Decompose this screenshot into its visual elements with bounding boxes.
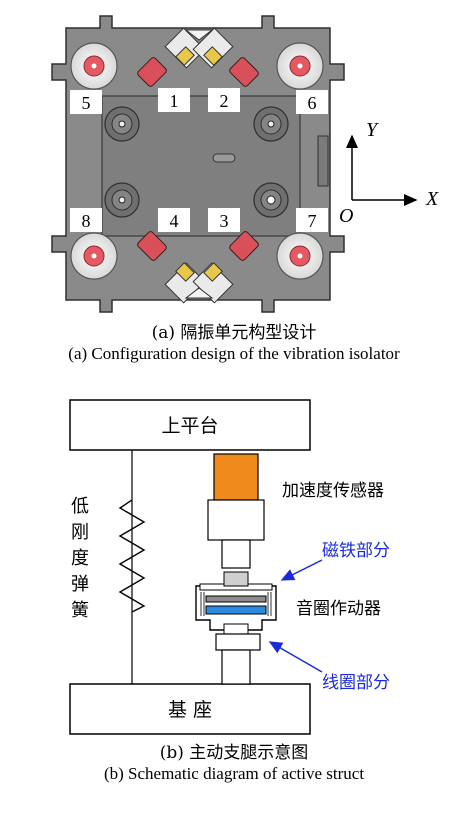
actuator-label-8: 8 <box>70 208 102 232</box>
actuator-label-7: 7 <box>296 208 328 232</box>
isolator-plate-drawing: 1 2 3 4 5 6 7 8 <box>51 15 345 313</box>
figure-b-caption-zh: (b) 主动支腿示意图 <box>159 743 309 763</box>
coordinate-axes: Y X O <box>339 119 439 227</box>
svg-text:弹: 弹 <box>71 574 89 595</box>
svg-text:6: 6 <box>308 93 317 113</box>
center-slot <box>212 153 236 163</box>
base-block <box>69 683 311 735</box>
corner-pad <box>70 42 118 90</box>
svg-text:7: 7 <box>308 211 317 231</box>
svg-text:5: 5 <box>82 93 91 113</box>
x-axis-label: X <box>425 188 439 210</box>
svg-text:8: 8 <box>82 211 91 231</box>
actuator-label-1: 1 <box>158 88 190 112</box>
strut-schematic: 上平台 基 座 低 刚 度 弹 簧 加速度传感器 <box>69 399 390 735</box>
strut-lower-body <box>215 633 261 651</box>
voice-coil-actuator-label: 音圈作动器 <box>296 599 381 619</box>
support-mount <box>104 106 140 142</box>
corner-pad <box>70 232 118 280</box>
spring-coil <box>118 499 146 613</box>
upper-platform-block <box>69 399 311 451</box>
origin-label: O <box>339 205 353 227</box>
magnet-core <box>223 571 249 587</box>
svg-text:1: 1 <box>170 91 179 111</box>
strut-lower-rod <box>221 649 251 685</box>
strut-neck <box>221 539 251 569</box>
support-mount <box>253 106 289 142</box>
actuator-label-4: 4 <box>158 208 190 232</box>
strut-upper-body <box>207 499 265 541</box>
svg-text:度: 度 <box>71 548 89 569</box>
upper-platform-label: 上平台 <box>161 415 218 437</box>
coil-callout-arrow <box>268 641 323 673</box>
figure-a-caption-en: (a) Configuration design of the vibratio… <box>68 344 400 363</box>
y-axis-label: Y <box>366 119 379 141</box>
svg-text:簧: 簧 <box>71 600 89 621</box>
magnet-plate <box>205 595 267 603</box>
support-mount <box>253 182 289 218</box>
coil-blue <box>205 605 267 615</box>
actuator-label-6: 6 <box>296 90 328 114</box>
corner-pad <box>276 232 324 280</box>
svg-text:低: 低 <box>71 496 89 517</box>
actuator-assembly-top <box>137 27 259 87</box>
accelerometer-label: 加速度传感器 <box>282 481 384 501</box>
magnet-callout-arrow <box>280 559 323 581</box>
actuator-label-2: 2 <box>208 88 240 112</box>
actuator-label-3: 3 <box>208 208 240 232</box>
accelerometer-block <box>213 453 259 501</box>
svg-text:3: 3 <box>220 211 229 231</box>
svg-text:4: 4 <box>170 211 179 231</box>
corner-pad <box>276 42 324 90</box>
support-mount <box>104 182 140 218</box>
actuator-label-5: 5 <box>70 90 102 114</box>
magnet-part-label: 磁铁部分 <box>322 541 390 561</box>
figure-b-caption-en: (b) Schematic diagram of active struct <box>103 764 365 783</box>
actuator-assembly-bottom <box>137 231 259 304</box>
coil-part-label: 线圈部分 <box>322 673 390 693</box>
voice-coil-actuator <box>195 571 277 635</box>
figure-a-caption-zh: (a) 隔振单元构型设计 <box>151 323 317 343</box>
spring-label: 低 刚 度 弹 簧 <box>71 496 89 621</box>
svg-text:刚: 刚 <box>71 522 89 543</box>
base-label: 基 座 <box>168 699 212 721</box>
svg-text:2: 2 <box>220 91 229 111</box>
